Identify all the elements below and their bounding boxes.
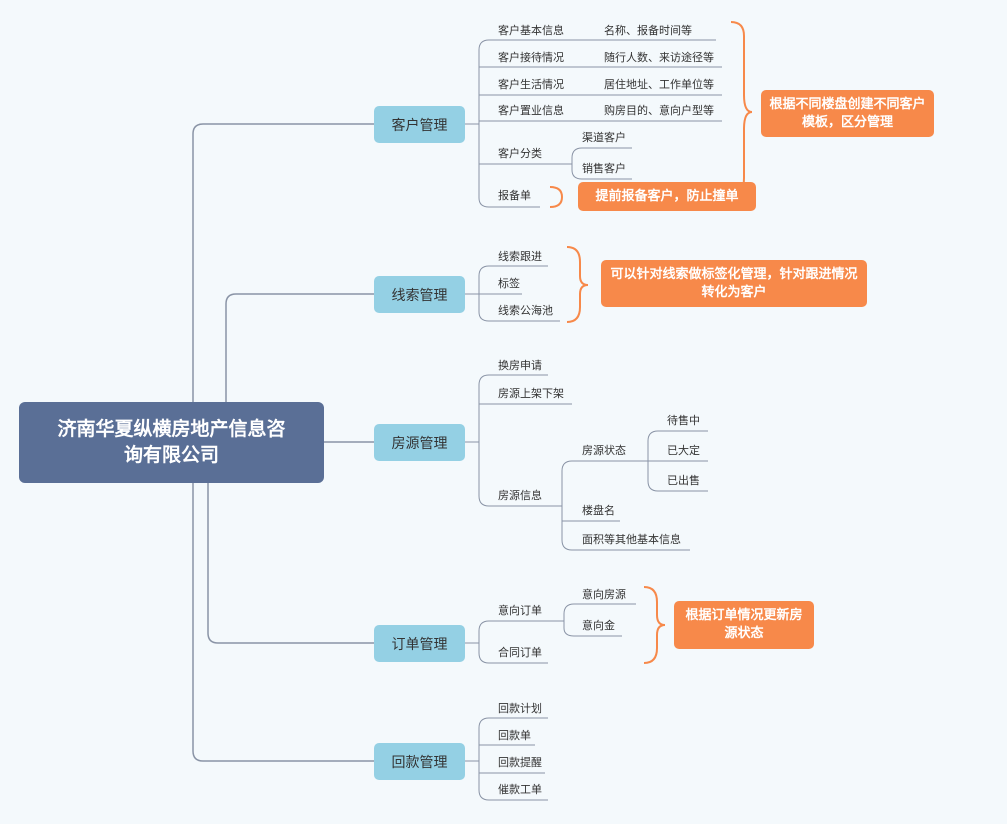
leaf-property-status[interactable]: 房源状态 bbox=[582, 444, 626, 457]
leaf-contract-order[interactable]: 合同订单 bbox=[498, 646, 542, 659]
leaf-lead-pool[interactable]: 线索公海池 bbox=[498, 304, 553, 317]
leaf-intent-property[interactable]: 意向房源 bbox=[582, 588, 626, 601]
note-lead-tagging[interactable]: 可以针对线索做标签化管理，针对跟进情况转化为客户 bbox=[601, 260, 867, 307]
leaf-detail-purpose[interactable]: 购房目的、意向户型等 bbox=[604, 104, 714, 117]
leaf-room-change[interactable]: 换房申请 bbox=[498, 359, 542, 372]
leaf-sales-customer[interactable]: 销售客户 bbox=[582, 162, 626, 175]
leaf-detail-name-time[interactable]: 名称、报备时间等 bbox=[604, 24, 692, 37]
note-order-update[interactable]: 根据订单情况更新房源状态 bbox=[674, 601, 814, 649]
bracket-orders bbox=[643, 586, 666, 664]
branch-property-management[interactable]: 房源管理 bbox=[374, 424, 465, 461]
leaf-status-reserved[interactable]: 已大定 bbox=[667, 444, 700, 457]
note-report-customer[interactable]: 提前报备客户，防止撞单 bbox=[578, 182, 756, 211]
leaf-payment-receipt[interactable]: 回款单 bbox=[498, 729, 531, 742]
branch-payment-management[interactable]: 回款管理 bbox=[374, 743, 465, 780]
leaf-report-form[interactable]: 报备单 bbox=[498, 189, 531, 202]
leaf-detail-visitors[interactable]: 随行人数、来访途径等 bbox=[604, 51, 714, 64]
root-node[interactable]: 济南华夏纵横房地产信息咨询有限公司 bbox=[19, 402, 324, 483]
leaf-payment-plan[interactable]: 回款计划 bbox=[498, 702, 542, 715]
leaf-listing-toggle[interactable]: 房源上架下架 bbox=[498, 387, 564, 400]
trunk-connectors bbox=[192, 123, 374, 762]
leaf-status-for-sale[interactable]: 待售中 bbox=[667, 414, 700, 427]
leaf-channel-customer[interactable]: 渠道客户 bbox=[582, 131, 626, 144]
leaf-customer-living[interactable]: 客户生活情况 bbox=[498, 78, 564, 91]
leaf-property-info[interactable]: 房源信息 bbox=[498, 489, 542, 502]
leaf-customer-purchase-info[interactable]: 客户置业信息 bbox=[498, 104, 564, 117]
branch-order-management[interactable]: 订单管理 bbox=[374, 625, 465, 662]
leaf-lead-tags[interactable]: 标签 bbox=[498, 277, 520, 290]
leaf-building-name[interactable]: 楼盘名 bbox=[582, 504, 615, 517]
note-brackets bbox=[549, 21, 753, 664]
connector-payment bbox=[192, 483, 374, 762]
leaf-customer-reception[interactable]: 客户接待情况 bbox=[498, 51, 564, 64]
leaf-area-basic-info[interactable]: 面积等其他基本信息 bbox=[582, 533, 681, 546]
leaf-intent-order[interactable]: 意向订单 bbox=[498, 604, 542, 617]
leaf-status-sold[interactable]: 已出售 bbox=[667, 474, 700, 487]
branch-lead-management[interactable]: 线索管理 bbox=[374, 276, 465, 313]
leaf-customer-category[interactable]: 客户分类 bbox=[498, 147, 542, 160]
branch-customer-management[interactable]: 客户管理 bbox=[374, 106, 465, 143]
bracket-report bbox=[549, 186, 564, 208]
leaf-connectors bbox=[465, 39, 722, 801]
bracket-customer bbox=[730, 21, 753, 203]
leaf-collection-ticket[interactable]: 催款工单 bbox=[498, 783, 542, 796]
leaf-detail-address[interactable]: 居住地址、工作单位等 bbox=[604, 78, 714, 91]
leaf-payment-reminder[interactable]: 回款提醒 bbox=[498, 756, 542, 769]
connector-orders bbox=[207, 483, 374, 644]
note-customer-template[interactable]: 根据不同楼盘创建不同客户模板，区分管理 bbox=[761, 90, 934, 137]
connector-customer bbox=[192, 123, 374, 402]
leaf-customer-basic-info[interactable]: 客户基本信息 bbox=[498, 24, 564, 37]
leaf-lead-followup[interactable]: 线索跟进 bbox=[498, 250, 542, 263]
connector-leads bbox=[225, 293, 374, 402]
bracket-leads bbox=[566, 246, 589, 323]
leaf-intent-deposit[interactable]: 意向金 bbox=[582, 619, 615, 632]
